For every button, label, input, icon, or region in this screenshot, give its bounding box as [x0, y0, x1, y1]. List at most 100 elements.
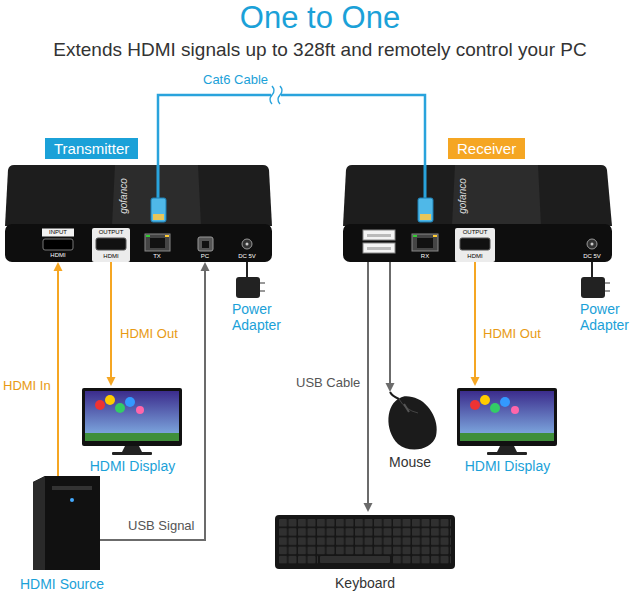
mouse-body [388, 396, 436, 449]
node-label: HDMI Source [17, 576, 107, 592]
connector-line [158, 95, 425, 165]
dc-pin [591, 243, 594, 246]
connector-line [367, 262, 369, 505]
balloon [470, 400, 480, 410]
connector-label: HDMI Out [120, 326, 178, 342]
drive-bay [52, 486, 92, 490]
arrowhead [54, 262, 63, 271]
connector-label: USB Cable [296, 375, 360, 391]
adapter-prong [605, 290, 610, 292]
connector-label: USB Signal [128, 518, 194, 534]
device-ridge [452, 165, 541, 226]
rj45-hole [417, 238, 433, 248]
balloon [115, 403, 125, 413]
rj45-port [412, 234, 438, 251]
power-adapter-illustration [236, 269, 610, 298]
usb-tongue [367, 234, 391, 237]
monitor-stand [122, 446, 142, 452]
port-label: HDMI [40, 252, 76, 259]
adapter-cord [591, 269, 593, 277]
node-label: HDMI Display [80, 458, 185, 474]
connector-line [474, 262, 476, 379]
connector-line [389, 262, 391, 385]
device-front [5, 224, 272, 262]
rj45-port [145, 234, 170, 251]
balloon [490, 403, 500, 413]
tower-side [33, 476, 45, 570]
adapter-body [236, 277, 260, 298]
node-label: HDMI Display [455, 458, 560, 474]
arrowhead [364, 503, 373, 512]
port-bezel [92, 228, 130, 262]
adapter-prong [260, 290, 265, 292]
adapter-body [581, 277, 605, 298]
connector [592, 262, 593, 270]
node-label: Power Adapter [580, 301, 636, 333]
connector-line [246, 262, 248, 270]
hdmi-port [96, 238, 126, 250]
port-label: DC 5V [232, 253, 262, 260]
balloon [511, 406, 519, 414]
connector [386, 262, 395, 392]
dc-jack [587, 239, 597, 249]
node-label: Power Adapter [232, 301, 304, 333]
port-label: RX [410, 253, 440, 260]
dc-pin [246, 243, 249, 246]
dc-jack [242, 239, 252, 249]
rj45-plug [418, 198, 433, 222]
mouse-illustration [388, 392, 436, 450]
hdmi-port [460, 238, 490, 250]
connector-line [110, 262, 112, 379]
rj45-hole [150, 238, 165, 248]
connector [471, 262, 480, 386]
monitor-bezel [457, 388, 557, 446]
port-bezel [455, 228, 495, 262]
usb-port [363, 243, 395, 253]
subtitle: Extends HDMI signals up to 328ft and rem… [0, 38, 640, 61]
monitor-screen [460, 391, 554, 441]
cable-break-gap [271, 86, 281, 104]
screen-ground [460, 433, 554, 441]
transmitter-illustration [5, 165, 272, 262]
balloon [500, 397, 510, 407]
device-body [343, 165, 612, 226]
mouse-button-split [399, 399, 418, 413]
port-label: HDMI [92, 253, 130, 260]
space-bar [320, 556, 390, 563]
connector [247, 262, 248, 270]
balloon [136, 406, 144, 414]
connector [107, 262, 210, 540]
transmitter-device: Transmitter [5, 165, 272, 262]
port-label: TX [142, 253, 172, 260]
plug-contacts [153, 214, 164, 220]
connector-label: Cat6 Cable [203, 72, 268, 88]
keyboard-gap [318, 555, 392, 565]
plug-contacts [420, 214, 431, 220]
adapter-cord [246, 269, 248, 277]
device-body [5, 165, 272, 226]
monitor-illustration [82, 388, 557, 455]
screen-ground [85, 433, 179, 441]
balloon [480, 395, 490, 405]
hdmi-display: HDMI Display [80, 386, 185, 475]
keyboard-illustration [275, 515, 455, 569]
usb-cable-stub [100, 539, 108, 541]
adapter-prong [260, 282, 265, 284]
balloon [95, 400, 105, 410]
port-label: DC 5V [577, 253, 607, 260]
usb-port [363, 230, 395, 240]
power-adapter: Power Adapter [232, 270, 304, 334]
power-adapter: Power Adapter [580, 270, 636, 334]
keyboard-keys [279, 519, 451, 565]
device-front [343, 224, 612, 262]
monitor-stand [497, 446, 517, 452]
monitor-bezel [82, 388, 182, 446]
connector [364, 262, 373, 512]
arrowhead [471, 377, 480, 386]
rj45-plug [151, 198, 166, 222]
arrowhead [386, 383, 395, 392]
led [165, 235, 169, 237]
port-label: INPUT [40, 229, 76, 236]
